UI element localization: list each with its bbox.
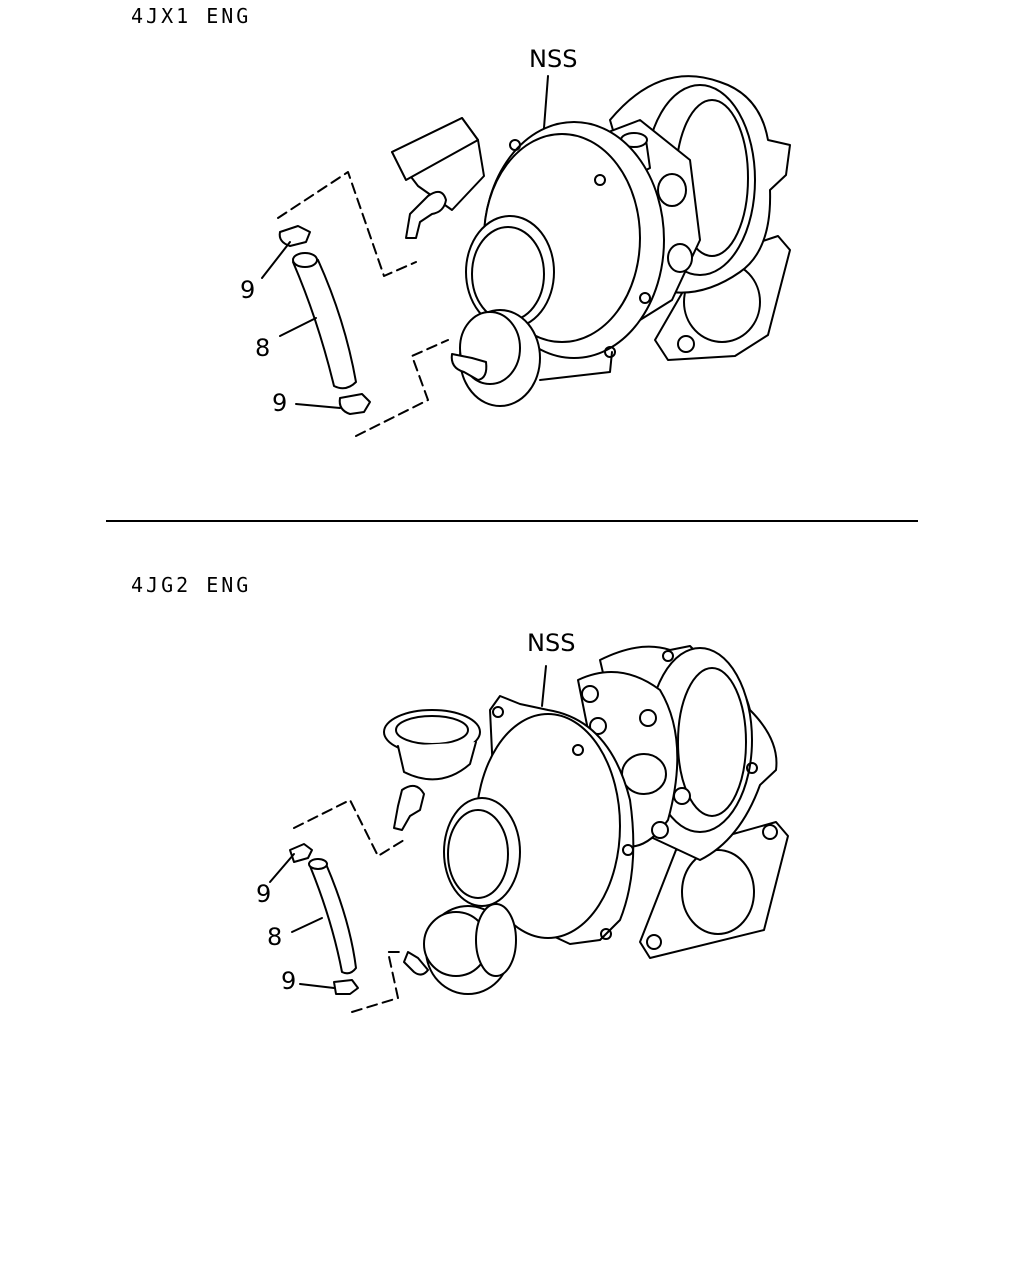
- section-divider: [106, 520, 918, 522]
- clamp-bottom: [340, 394, 370, 414]
- engine-label: 4JX1 ENG: [131, 4, 252, 28]
- callout-clamp: 9: [240, 276, 256, 304]
- clamp-top: [280, 226, 310, 246]
- turbocharger-diagram-4jg2: [0, 600, 1024, 1100]
- callout-hose: 8: [267, 923, 283, 951]
- turbocharger-diagram-4jx1: [0, 0, 1024, 500]
- clamp-top: [290, 844, 312, 862]
- clamp-bottom: [334, 980, 358, 994]
- callout-clamp: 9: [281, 967, 297, 995]
- callout-nss: NSS: [527, 629, 576, 657]
- callout-hose: 8: [255, 334, 271, 362]
- callout-clamp: 9: [272, 389, 288, 417]
- callout-clamp: 9: [256, 880, 272, 908]
- vacuum-hose: [293, 256, 356, 388]
- flange-port: [682, 850, 754, 934]
- engine-label: 4JG2 ENG: [131, 573, 252, 597]
- callout-nss: NSS: [529, 45, 578, 73]
- vacuum-hose: [310, 861, 356, 973]
